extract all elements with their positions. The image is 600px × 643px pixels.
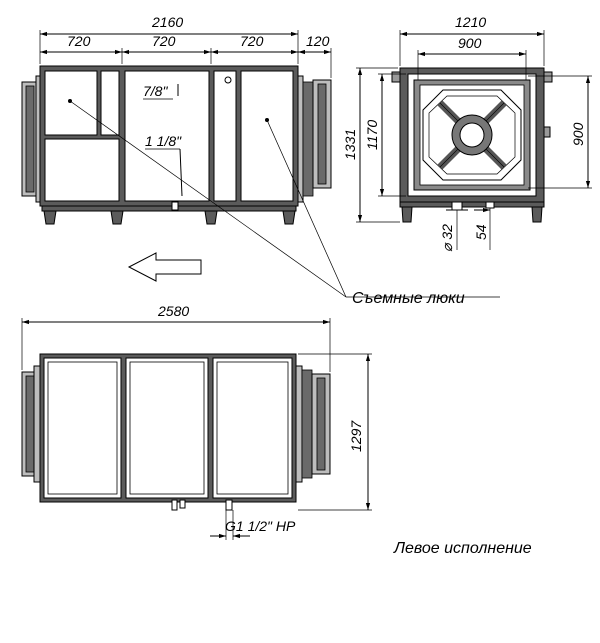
top-view: 2580 1297 G1 1/2" НР xyxy=(21,303,372,540)
label-pipe-upper: 7/8" xyxy=(143,83,168,99)
side-dimensions xyxy=(356,30,592,250)
top-panel-3 xyxy=(212,357,293,499)
dim-side-fan-height: 900 xyxy=(570,122,586,146)
top-drain-2 xyxy=(225,499,233,511)
front-panel-1a xyxy=(44,70,98,136)
top-panel-2 xyxy=(125,357,209,499)
dim-front-duct: 120 xyxy=(306,33,330,49)
label-version: Левое исполнение xyxy=(393,540,532,557)
dim-front-total: 2160 xyxy=(151,14,183,30)
front-drain xyxy=(171,201,179,211)
dim-front-section-1: 720 xyxy=(67,33,91,49)
dim-side-pipe-diameter: ⌀ 32 xyxy=(439,224,455,252)
dim-side-total-width: 1210 xyxy=(455,14,486,30)
front-panel-1b xyxy=(100,70,120,136)
leader-lines xyxy=(69,100,500,298)
dim-side-total-height: 1331 xyxy=(342,129,358,160)
label-removable-hatches: Съемные люки xyxy=(352,290,465,307)
front-panel-3a xyxy=(213,70,237,202)
front-panel-3b xyxy=(240,70,294,202)
dim-front-section-3: 720 xyxy=(240,33,264,49)
label-drain-thread: G1 1/2" НР xyxy=(225,518,296,534)
front-feet xyxy=(41,205,297,225)
top-left-duct xyxy=(21,365,41,483)
front-panel-2 xyxy=(124,70,210,202)
dim-front-section-2: 720 xyxy=(152,33,176,49)
dim-side-pipe-offset: 54 xyxy=(473,224,489,240)
front-right-duct xyxy=(296,75,332,203)
front-left-duct xyxy=(21,75,43,203)
top-drain-1 xyxy=(171,499,178,511)
label-pipe-lower: 1 1/8" xyxy=(145,133,182,149)
side-view: 1210 900 1331 1170 900 ⌀ 32 54 xyxy=(342,14,592,252)
dim-top-total-height: 1297 xyxy=(348,420,364,452)
front-panel-1c xyxy=(44,138,120,202)
dim-side-inner-width: 900 xyxy=(458,35,482,51)
top-panel-1 xyxy=(43,357,122,499)
top-right-duct xyxy=(295,365,331,483)
airflow-arrow xyxy=(127,252,202,282)
top-dimensions xyxy=(21,318,372,540)
dim-side-inner-height: 1170 xyxy=(364,120,380,150)
front-view: 2160 720 720 720 120 7/8" 1 1/8" xyxy=(21,14,332,225)
front-indicator xyxy=(224,76,232,84)
front-dimensions xyxy=(39,30,332,78)
dim-top-total-width: 2580 xyxy=(157,303,189,319)
